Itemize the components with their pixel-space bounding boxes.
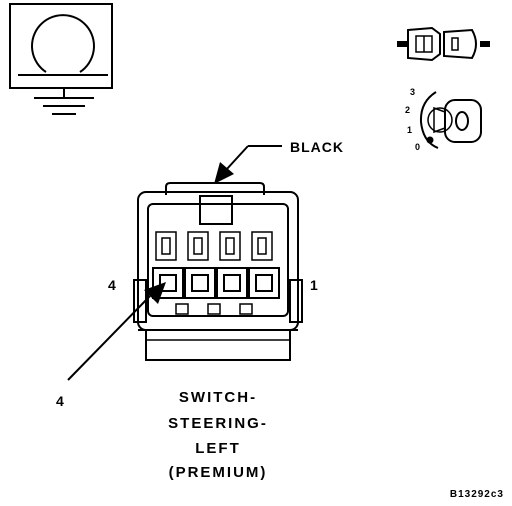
- title-line-2: STEERING-: [168, 415, 268, 432]
- ground-symbol-icon: [9, 3, 113, 115]
- pin-right-label: 1: [310, 277, 318, 293]
- terminal-cavity-3: [184, 231, 216, 299]
- terminal-cavity-1: [248, 231, 280, 299]
- connector-halves-icon: [397, 26, 490, 62]
- cavity-callout-arrow: [67, 282, 166, 381]
- title-line-4: (PREMIUM): [169, 464, 268, 481]
- title-line-3: LEFT: [195, 440, 241, 457]
- key-position-0: 0: [415, 142, 420, 152]
- terminal-cavity-4: [152, 231, 184, 299]
- wire-color-leader-arrow: [214, 145, 282, 184]
- figure-id: B13292c3: [450, 489, 504, 500]
- key-position-3: 3: [410, 87, 415, 97]
- pin-left-label: 4: [108, 277, 116, 293]
- terminal-cavity-2: [216, 231, 248, 299]
- key-position-1: 1: [407, 125, 412, 135]
- ignition-key-switch-icon: [419, 91, 482, 149]
- wire-color-label: BLACK: [290, 139, 344, 155]
- cavity-callout-label: 4: [56, 393, 64, 409]
- key-position-2: 2: [405, 105, 410, 115]
- title-line-1: SWITCH-: [179, 389, 257, 406]
